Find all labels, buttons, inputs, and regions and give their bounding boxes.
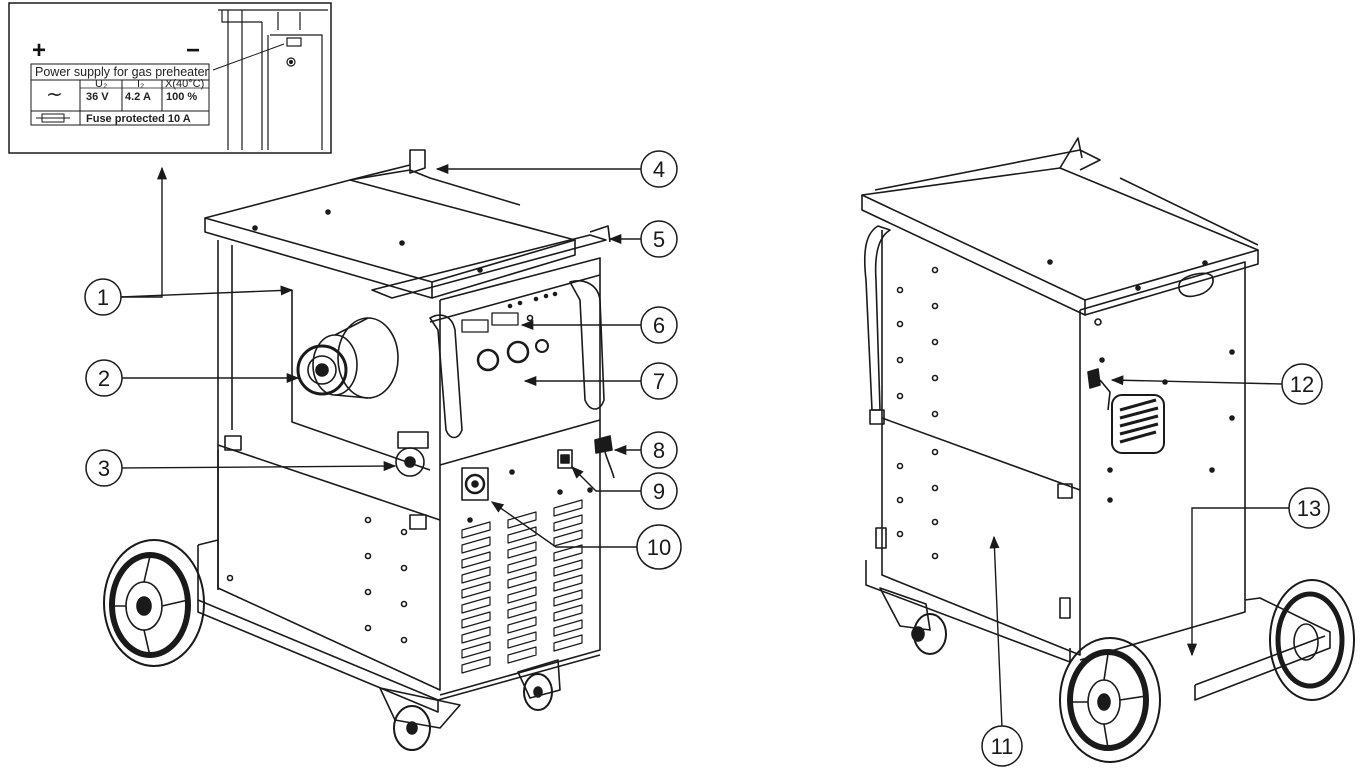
callout-8-label: 8 xyxy=(653,438,665,463)
callout-7-label: 7 xyxy=(653,369,665,394)
callout-4: 4 xyxy=(640,150,678,188)
callout-11: 11 xyxy=(981,725,1023,767)
front-machine xyxy=(103,149,615,751)
rear-machine xyxy=(861,137,1355,763)
callout-9-label: 9 xyxy=(653,479,665,504)
callout-13: 13 xyxy=(1288,487,1330,529)
header-u2: U₂ xyxy=(95,78,107,90)
callout-7: 7 xyxy=(640,362,678,400)
value-current: 4.2 A xyxy=(125,91,151,103)
minus-terminal-sign: − xyxy=(186,37,200,64)
header-duty: X(40°C) xyxy=(165,78,204,90)
ac-symbol: ~ xyxy=(46,82,63,106)
callout-6-label: 6 xyxy=(653,313,665,338)
callout-6: 6 xyxy=(640,306,678,344)
callout-10: 10 xyxy=(636,524,682,570)
callout-4-label: 4 xyxy=(653,157,665,182)
callout-3: 3 xyxy=(85,449,123,487)
callout-9: 9 xyxy=(640,472,678,510)
fuse-text: Fuse protected 10 A xyxy=(86,113,191,125)
callout-5: 5 xyxy=(640,220,678,258)
inset-detail: + − Power supply for gas preheater ~ U₂ … xyxy=(8,2,332,154)
leader-lines xyxy=(119,163,1289,729)
value-duty: 100 % xyxy=(166,91,197,103)
callout-2-label: 2 xyxy=(98,366,110,391)
value-voltage: 36 V xyxy=(86,91,109,103)
callout-3-label: 3 xyxy=(98,456,110,481)
callout-13-label: 13 xyxy=(1297,496,1321,521)
plus-terminal-sign: + xyxy=(32,37,46,64)
callouts: 1 2 3 4 5 6 7 8 9 10 11 12 13 xyxy=(84,150,1330,767)
callout-8: 8 xyxy=(640,431,678,469)
rating-plate: Power supply for gas preheater ~ U₂ I₂ X… xyxy=(30,63,210,126)
callout-10-label: 10 xyxy=(647,535,671,560)
callout-2: 2 xyxy=(85,359,123,397)
callout-11-label: 11 xyxy=(991,734,1014,759)
inset-title: Power supply for gas preheater xyxy=(35,65,209,79)
fuse-icon xyxy=(36,113,70,123)
inset-machine-detail xyxy=(218,9,328,150)
header-i2: I₂ xyxy=(137,78,144,90)
callout-1: 1 xyxy=(84,278,122,316)
callout-5-label: 5 xyxy=(653,227,665,252)
callout-12-label: 12 xyxy=(1290,372,1314,397)
callout-12: 12 xyxy=(1281,363,1323,405)
callout-1-label: 1 xyxy=(97,285,109,310)
